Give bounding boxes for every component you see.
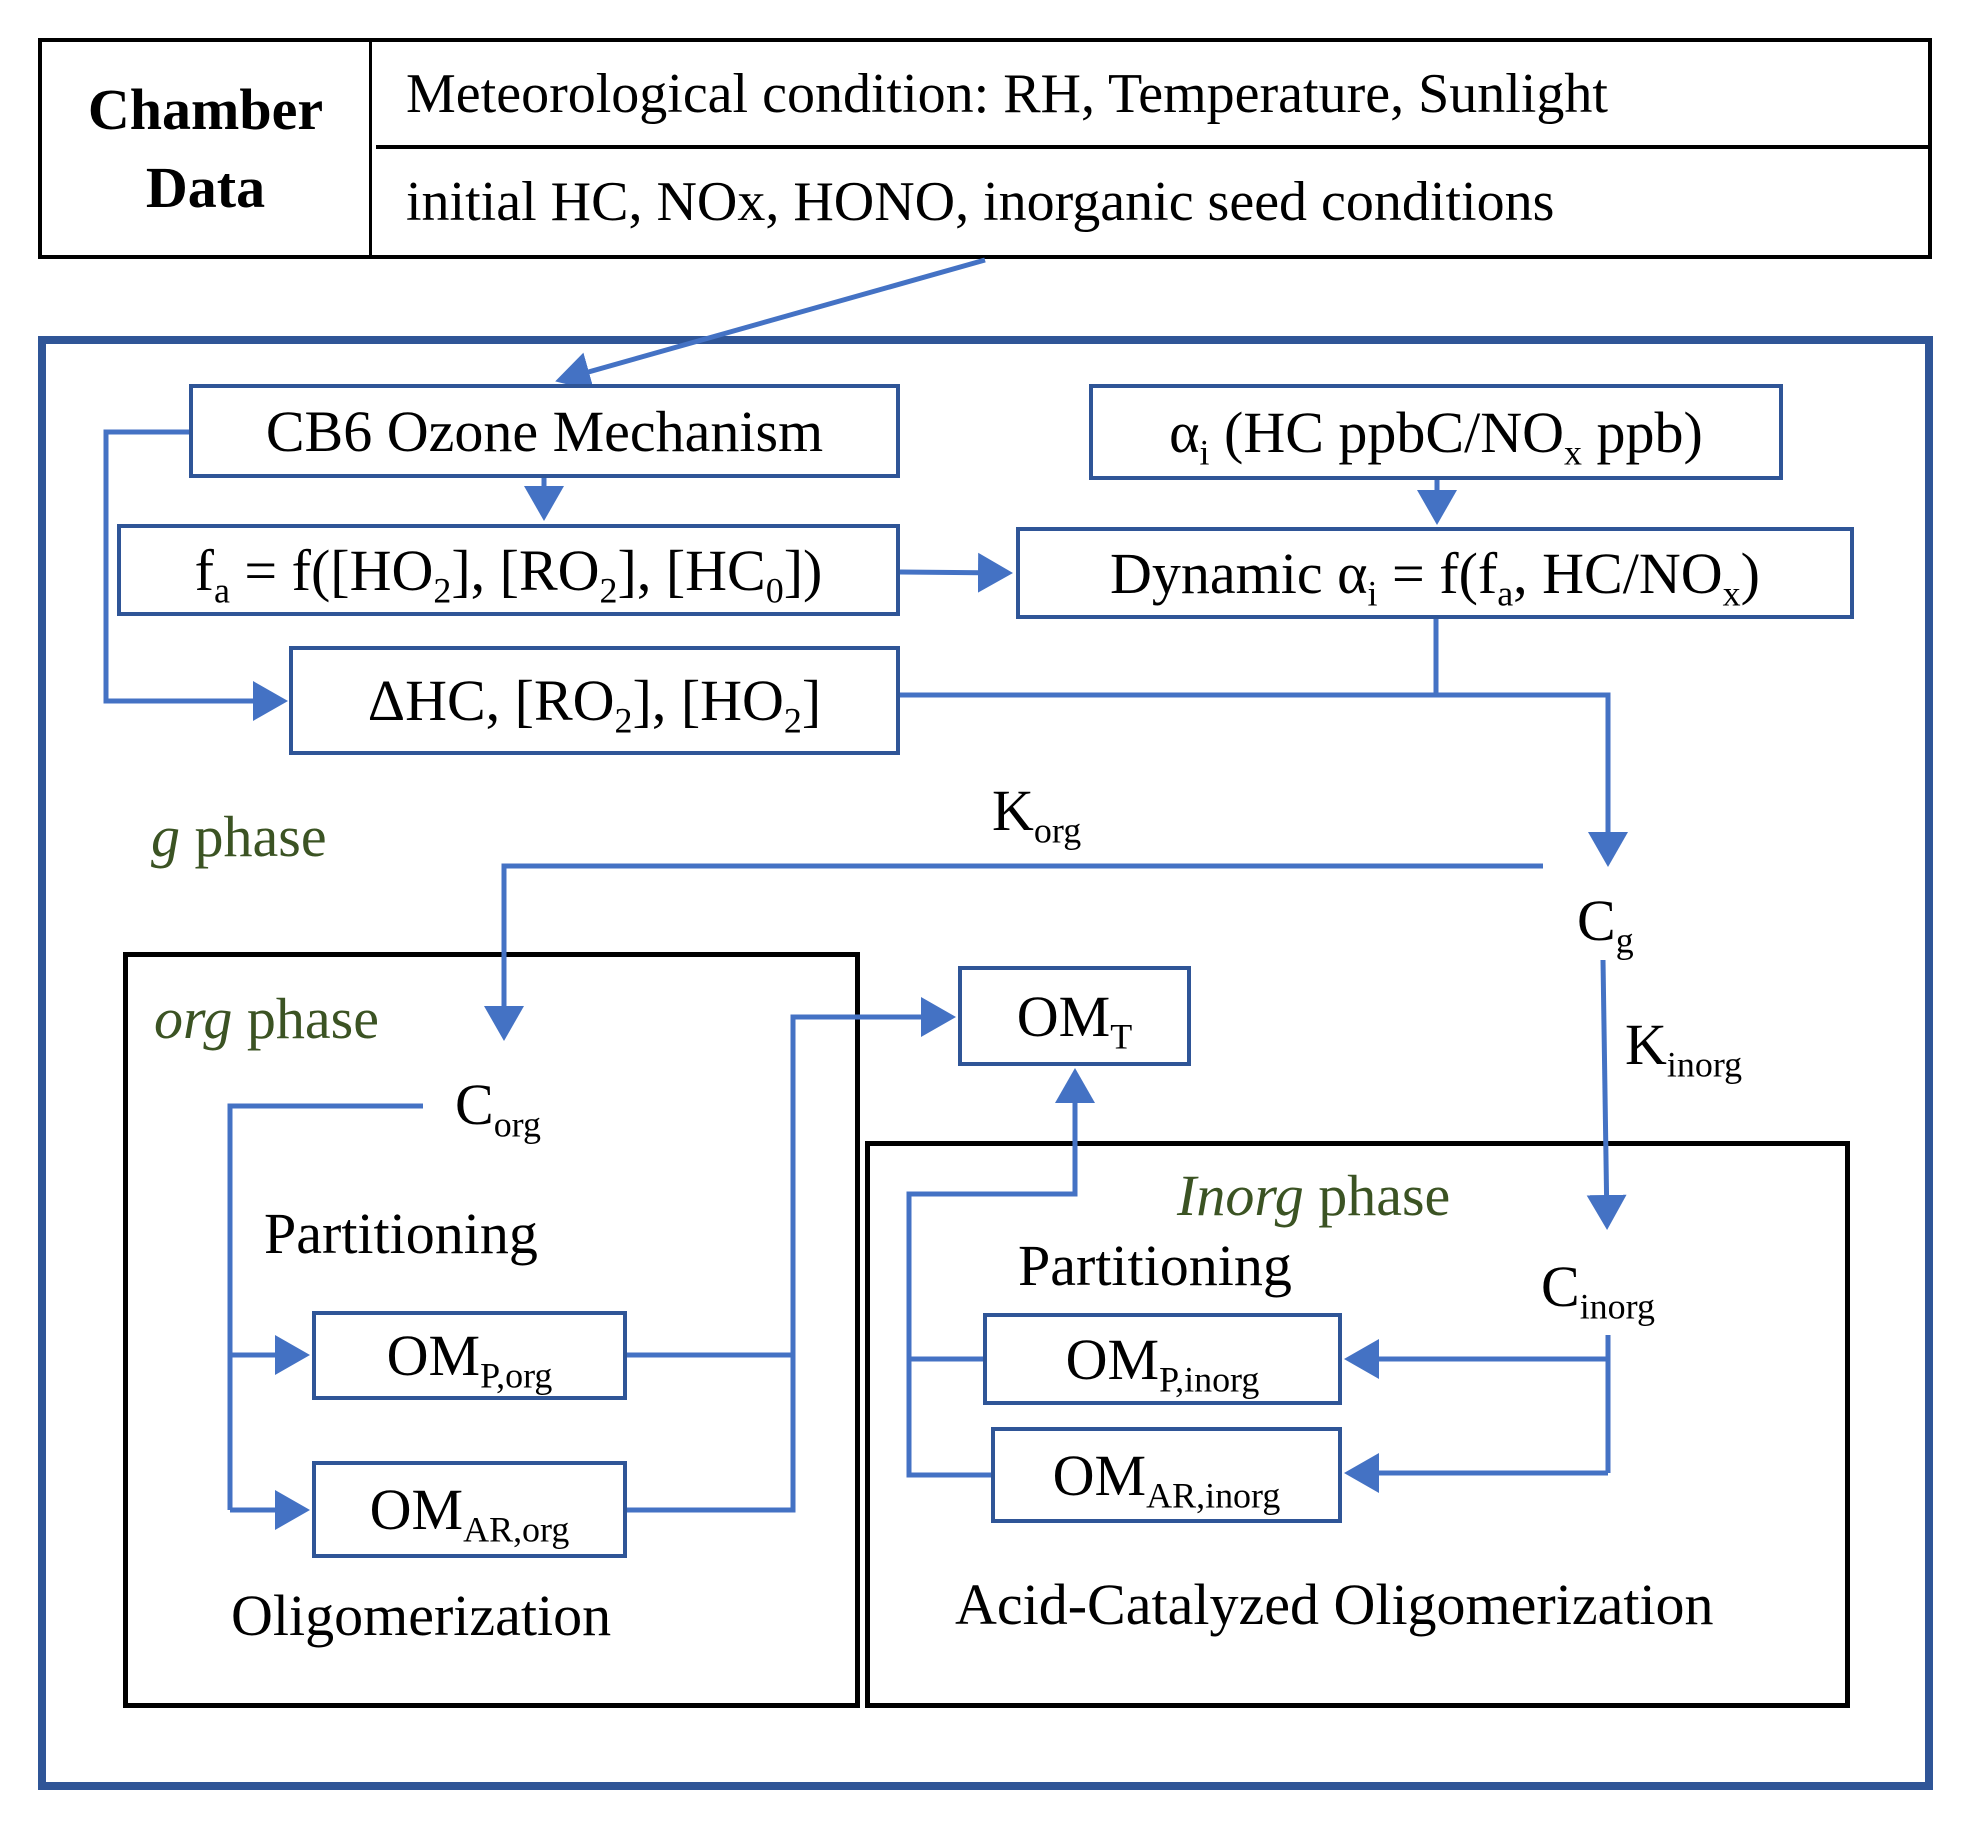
om-p-org-box: OMP,org [312,1311,627,1400]
om-t-box: OMT [958,966,1191,1066]
meteorological-condition-row: Meteorological condition: RH, Temperatur… [376,42,1928,149]
partitioning-inorg-label: Partitioning [1018,1233,1292,1298]
dynamic-alpha-box: Dynamic αi = f(fa, HC/NOx) [1016,527,1854,619]
cb6-ozone-mechanism-box: CB6 Ozone Mechanism [189,384,900,478]
oligomerization-label: Oligomerization [231,1583,612,1648]
fa-equation-box: fa = f([HO2], [RO2], [HC0]) [117,524,900,616]
om-ar-inorg-label: OMAR,inorg [1052,1442,1281,1516]
acid-catalyzed-oligomerization-label: Acid-Catalyzed Oligomerization [955,1572,1714,1637]
initial-conditions-row: initial HC, NOx, HONO, inorganic seed co… [406,171,1555,233]
inorg-phase-box [865,1141,1850,1708]
om-p-inorg-box: OMP,inorg [983,1313,1342,1405]
fa-equation: fa = f([HO2], [RO2], [HC0]) [194,537,823,611]
cb6-label: CB6 Ozone Mechanism [265,398,824,464]
k-org-label: Korg [992,778,1082,851]
g-phase-label: g phase [151,804,327,869]
delta-hc-label: ΔHC, [RO2], [HO2] [367,668,822,741]
dynamic-alpha-label: Dynamic αi = f(fa, HC/NOx) [1110,540,1760,614]
chamber-data-table: Chamber Data Meteorological condition: R… [38,38,1932,259]
inorg-phase-label: Inorg phase [1177,1163,1451,1228]
chamber-data-label-line2: Data [145,154,266,220]
om-t-label: OMT [1016,983,1133,1057]
alpha-ratio-box: αi (HC ppbC/NOx ppb) [1089,384,1783,480]
om-p-org-label: OMP,org [386,1323,553,1396]
org-phase-label: org phase [154,986,379,1051]
c-g-label: Cg [1577,888,1634,961]
om-ar-org-label: OMAR,org [369,1477,570,1550]
c-org-label: Corg [455,1072,541,1145]
alpha-ratio-label: αi (HC ppbC/NOx ppb) [1169,399,1703,473]
chamber-data-label: Chamber Data [42,42,372,255]
om-ar-org-box: OMAR,org [312,1461,627,1558]
delta-hc-box: ΔHC, [RO2], [HO2] [289,646,900,755]
om-ar-inorg-box: OMAR,inorg [991,1427,1342,1523]
chamber-data-label-line1: Chamber [87,76,324,142]
c-inorg-label: Cinorg [1541,1254,1655,1327]
om-p-inorg-label: OMP,inorg [1065,1326,1260,1400]
k-inorg-label: Kinorg [1625,1012,1743,1085]
partitioning-org-label: Partitioning [264,1201,538,1266]
